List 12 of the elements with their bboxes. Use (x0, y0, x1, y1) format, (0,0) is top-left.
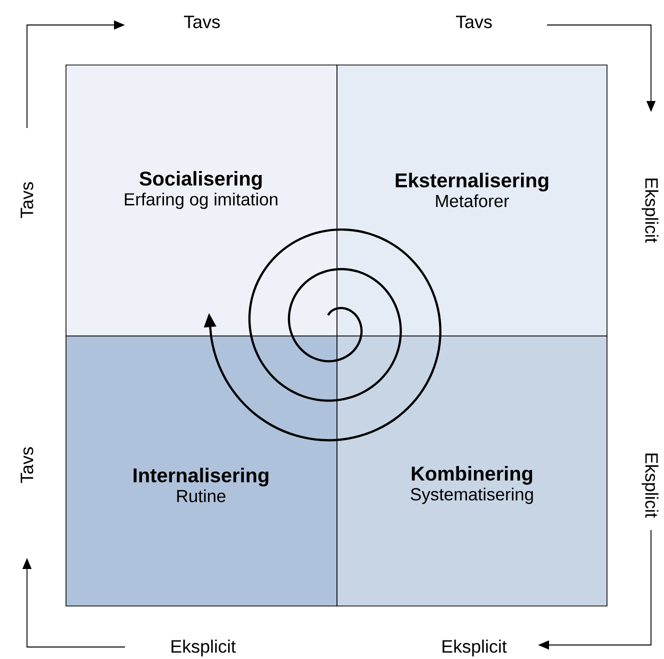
quadrant-box: Socialisering Erfaring og imitation (66, 64, 338, 336)
axis-label: Tavs (20, 182, 34, 218)
quadrant-box: Eksternalisering Metaforer (336, 64, 608, 336)
axis-label: Eksplicit (642, 454, 658, 518)
axis-label: Tavs (456, 16, 492, 28)
quadrant-box: Kombinering Systematisering (336, 336, 608, 606)
axis-label: Tavs (184, 16, 220, 28)
axis-label: Tavs (20, 447, 34, 484)
axis-label: Eksplicit (172, 640, 236, 656)
quadrant-box: Internalisering Rutine (66, 336, 338, 606)
axis-label: Eksplicit (642, 178, 658, 243)
axis-label: Eksplicit (442, 640, 507, 656)
